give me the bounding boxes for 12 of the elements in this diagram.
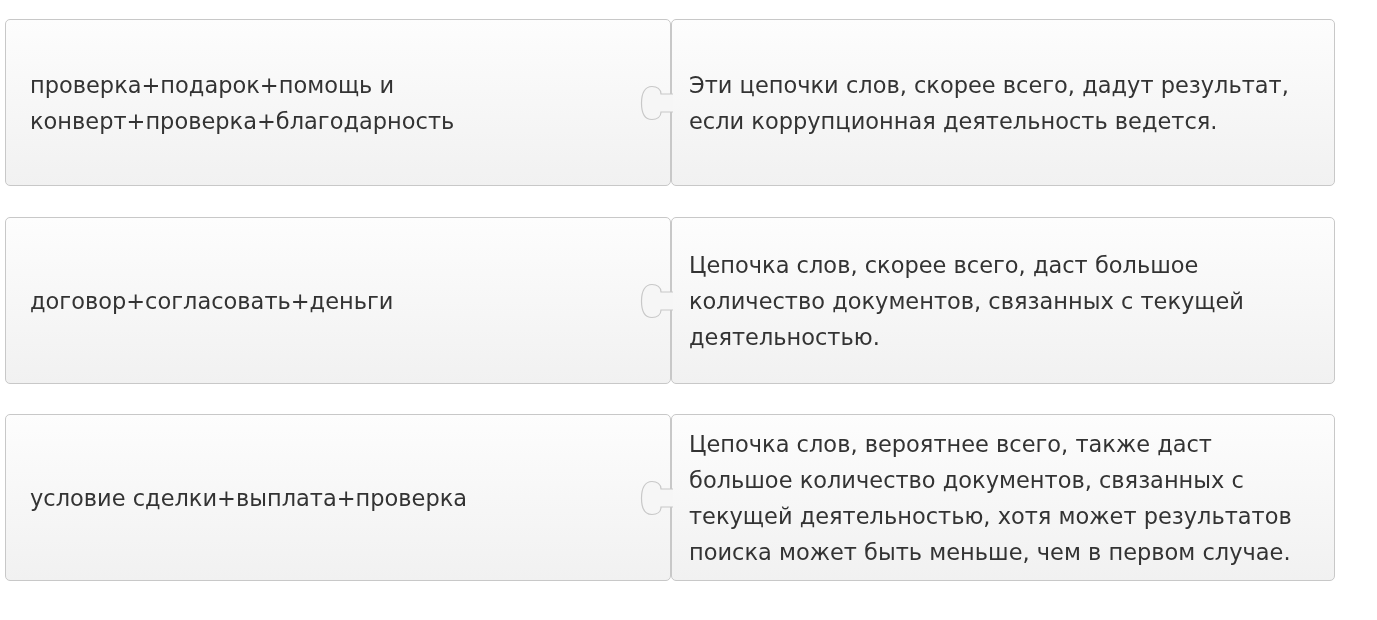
right-puzzle-piece bbox=[671, 19, 1335, 186]
search-phrase-text: проверка+подарок+помощь и конверт+проверка+благодарность bbox=[30, 70, 456, 136]
left-puzzle-piece bbox=[5, 217, 671, 384]
right-puzzle-piece bbox=[671, 414, 1335, 581]
left-puzzle-piece bbox=[5, 414, 671, 581]
search-phrase-text: договор+согласовать+деньги bbox=[30, 286, 394, 316]
description-text: Цепочка слов, вероятнее всего, также даст большое количество документов, связанных с текущей деятельностью, хотя может результатов поиска может быть меньше, чем в первом случае. bbox=[689, 429, 1293, 567]
description-text: Цепочка слов, скорее всего, даст большое количество документов, связанных с текущей деятельностью. bbox=[689, 250, 1245, 352]
right-puzzle-piece bbox=[671, 217, 1335, 384]
search-phrase-text: условие сделки+выплата+проверка bbox=[30, 483, 468, 513]
left-puzzle-piece bbox=[5, 19, 671, 186]
description-text: Эти цепочки слов, скорее всего, дадут результат, если коррупционная деятельность ведется. bbox=[689, 70, 1290, 136]
